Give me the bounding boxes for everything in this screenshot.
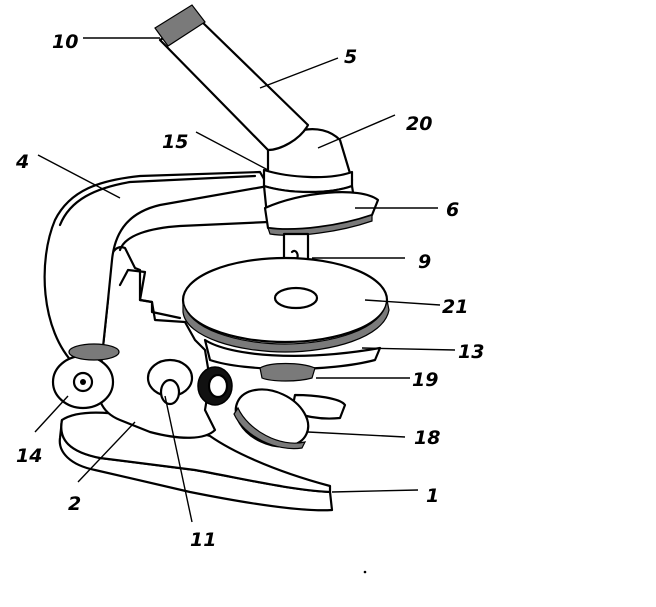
label-2: 2 [68,493,81,515]
label-10: 10 [52,31,78,53]
leader-21 [364,299,441,306]
coarse-focus-knob-side [68,343,120,361]
mirror-rim [233,406,307,450]
stage-notch [118,268,182,320]
stray-dot [363,570,367,574]
label-9: 9 [418,251,431,273]
leader-5 [259,57,339,89]
leader-15 [195,131,269,171]
leader-4 [37,154,121,199]
condenser-ring [259,362,316,382]
arm-ridge [58,174,257,227]
eyepiece-tube [158,16,310,152]
leader-18 [307,431,406,438]
label-6: 6 [446,199,459,221]
leader-20 [317,114,396,149]
label-4: 4 [15,151,29,173]
eyepiece-cap [154,4,206,47]
leader-11 [164,395,193,523]
column [97,246,217,439]
label-19: 19 [412,369,438,391]
label-20: 20 [406,113,432,135]
label-11: 11 [190,529,216,551]
arm-inner [118,220,270,252]
label-18: 18 [414,427,440,449]
label-14: 14 [16,445,42,467]
leader-1 [331,489,419,493]
label-15: 15 [162,131,188,153]
leader-13 [361,347,456,351]
coarse-focus-knob-center [80,379,86,385]
condenser-housing [203,338,382,371]
stage-aperture [273,286,319,310]
label-1: 1 [426,485,439,507]
arm [43,170,270,377]
condenser-knob-face [207,373,229,399]
label-13: 13 [458,341,484,363]
fine-focus-knob-inner [159,378,181,406]
label-21: 21 [442,296,468,318]
leader-14 [34,395,69,433]
leader-2 [77,421,136,483]
label-5: 5 [344,46,357,68]
stage-plate-rim [182,299,390,353]
